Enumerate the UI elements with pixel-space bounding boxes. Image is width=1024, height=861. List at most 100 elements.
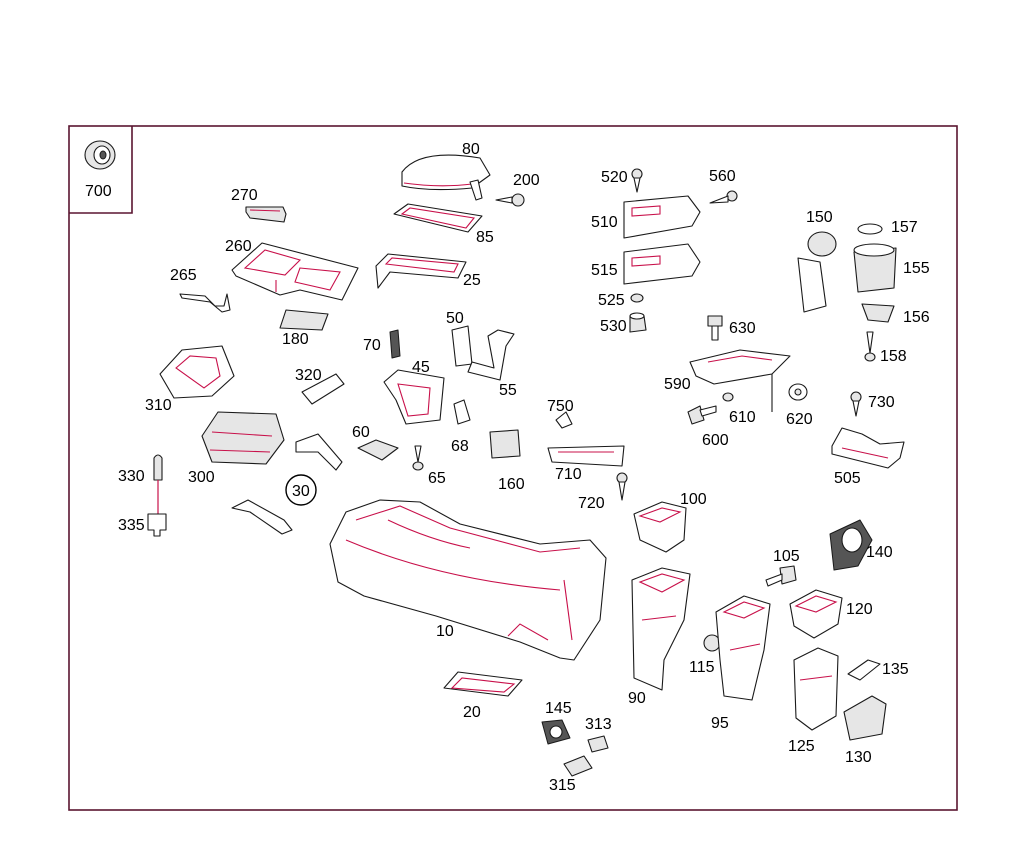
callout-313: 313 (585, 716, 612, 733)
callout-260: 260 (225, 238, 252, 255)
callout-120: 120 (846, 601, 873, 618)
part-70-icon (389, 329, 401, 359)
callout-95: 95 (711, 715, 729, 732)
part-60-icon (357, 439, 399, 461)
callout-590: 590 (664, 376, 691, 393)
part-130-icon (843, 695, 887, 741)
nut-530-icon (629, 312, 647, 333)
screw-158-icon (864, 331, 876, 362)
part-50-icon (451, 325, 473, 367)
callout-80: 80 (462, 141, 480, 158)
part-315-icon (563, 755, 593, 777)
part-120-icon (789, 589, 843, 639)
part-145-icon (541, 719, 571, 745)
callout-620: 620 (786, 411, 813, 428)
callout-85: 85 (476, 229, 494, 246)
callout-270: 270 (231, 187, 258, 204)
callout-60: 60 (352, 424, 370, 441)
part-156-clip-icon (861, 303, 895, 323)
inset-box-700: 700 (69, 126, 133, 214)
callout-630: 630 (729, 320, 756, 337)
callout-180: 180 (282, 331, 309, 348)
part-68-icon (453, 399, 471, 425)
part-510-plate-icon (623, 195, 701, 239)
callout-300: 300 (188, 469, 215, 486)
callout-70: 70 (363, 337, 381, 354)
circle-callout-30 (285, 474, 317, 506)
callout-560: 560 (709, 168, 736, 185)
callout-25: 25 (463, 272, 481, 289)
part-265-icon (179, 293, 231, 313)
callout-50: 50 (446, 310, 464, 327)
part-95-icon (715, 595, 771, 701)
part-750-icon (555, 411, 573, 429)
callout-125: 125 (788, 738, 815, 755)
part-125-icon (793, 647, 839, 731)
callout-45: 45 (412, 359, 430, 376)
part-160-icon (489, 429, 521, 459)
part-55-icon (467, 329, 515, 381)
bolt-630-icon (707, 315, 723, 341)
callout-100: 100 (680, 491, 707, 508)
part-30-bracket-icon (231, 433, 343, 535)
callout-530: 530 (600, 318, 627, 335)
part-710-icon (547, 445, 625, 467)
part-180-icon (279, 309, 329, 331)
callout-30: 30 (292, 483, 310, 500)
callout-160: 160 (498, 476, 525, 493)
bolt-600-icon (687, 405, 717, 425)
callout-515: 515 (591, 262, 618, 279)
part-515-plate-icon (623, 243, 701, 285)
part-80-armrest-icon (401, 154, 491, 201)
part-135-frame-icon (847, 659, 881, 681)
callout-520: 520 (601, 169, 628, 186)
callout-115: 115 (689, 659, 715, 676)
callout-20: 20 (463, 704, 481, 721)
callout-68: 68 (451, 438, 469, 455)
callout-320: 320 (295, 367, 322, 384)
screw-720-icon (616, 472, 628, 501)
callout-158: 158 (880, 348, 907, 365)
callout-335: 335 (118, 517, 145, 534)
callout-525: 525 (598, 292, 625, 309)
callout-330: 330 (118, 468, 145, 485)
part-45-icon (383, 369, 445, 425)
screw-65-icon (412, 445, 424, 471)
bolt-105-icon (765, 565, 797, 587)
part-20-mat-icon (443, 671, 523, 697)
part-140-vent-icon (829, 519, 873, 571)
washer-620-icon (788, 383, 808, 401)
part-155-socket-icon (853, 243, 897, 293)
part-590-bracket-icon (689, 349, 791, 412)
screw-520-icon (631, 168, 643, 193)
callout-105: 105 (773, 548, 800, 565)
part-330-icon (153, 454, 163, 514)
callout-130: 130 (845, 749, 872, 766)
part-320-icon (301, 373, 345, 405)
grommet-icon (84, 140, 116, 170)
part-25-frame-icon (375, 253, 467, 289)
callout-730: 730 (868, 394, 895, 411)
callout-720: 720 (578, 495, 605, 512)
callout-200: 200 (513, 172, 540, 189)
callout-310: 310 (145, 397, 172, 414)
callout-65: 65 (428, 470, 446, 487)
callout-610: 610 (729, 409, 756, 426)
callout-265: 265 (170, 267, 197, 284)
callout-710: 710 (555, 466, 582, 483)
part-300-switch-icon (201, 411, 285, 465)
part-157-ring-icon (857, 223, 883, 235)
screw-560-icon (709, 190, 738, 204)
callout-55: 55 (499, 382, 517, 399)
part-505-bracket-icon (831, 427, 905, 469)
part-335-icon (147, 513, 167, 537)
callout-750: 750 (547, 398, 574, 415)
part-270-icon (245, 206, 287, 223)
callout-155: 155 (903, 260, 930, 277)
callout-510: 510 (591, 214, 618, 231)
callout-157: 157 (891, 219, 918, 236)
washer-610-icon (722, 392, 734, 402)
part-260-icon (231, 242, 359, 301)
screw-730-icon (850, 391, 862, 417)
